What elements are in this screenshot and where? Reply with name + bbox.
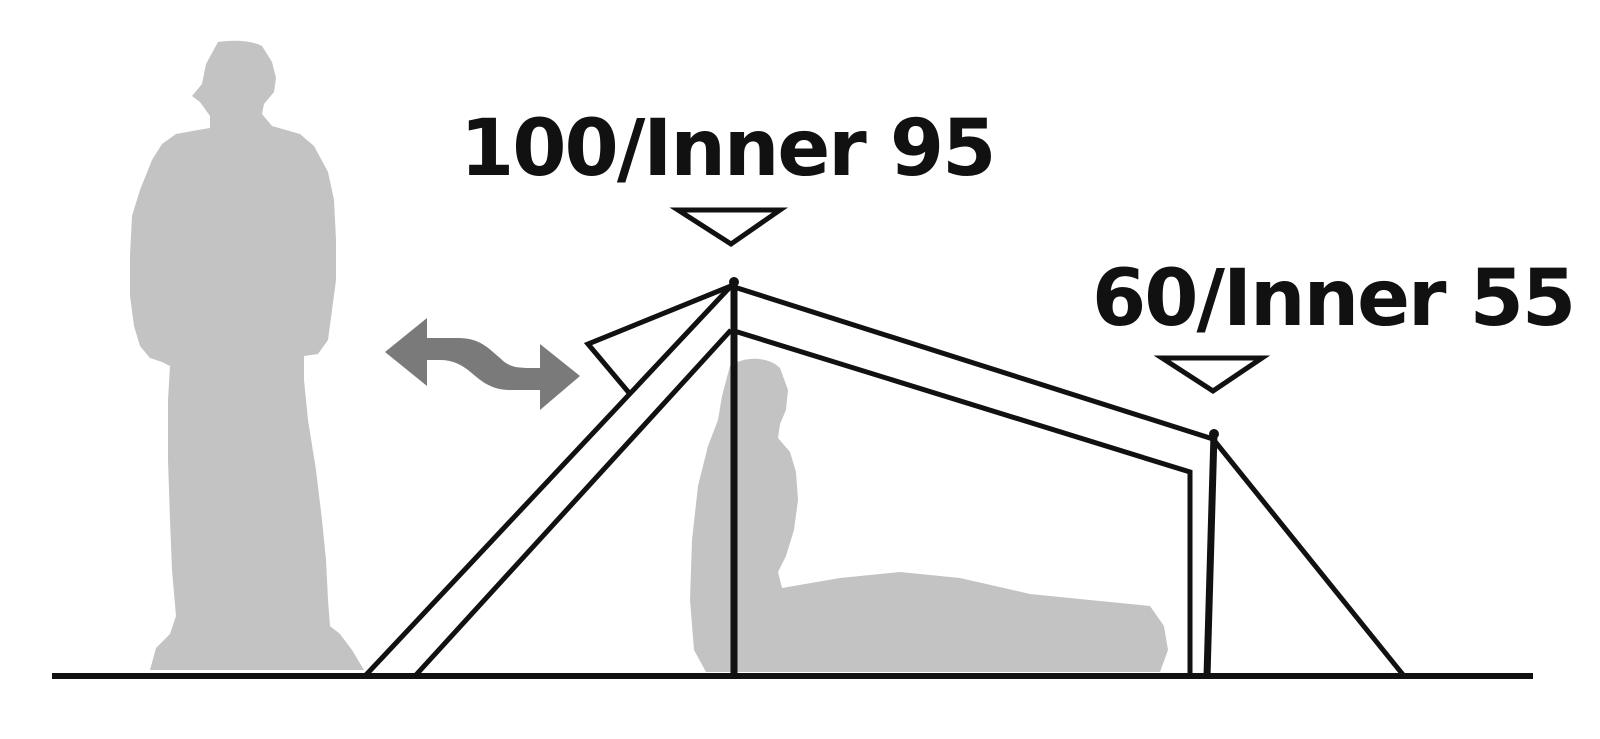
rear-height-marker-icon — [1153, 355, 1271, 394]
rear-height-label: 60/Inner 55 — [1092, 254, 1576, 344]
rear-pole-tip — [1209, 429, 1219, 439]
rear-pole — [1203, 433, 1218, 677]
tent-outer-fly — [363, 283, 1406, 678]
tent-poles — [729, 277, 1219, 677]
sitting-person-icon — [690, 358, 1168, 672]
peak-height-label: 100/Inner 95 — [460, 104, 996, 194]
front-pole-tip — [729, 277, 739, 287]
standing-person-icon — [130, 40, 364, 671]
tent-inner — [413, 327, 1193, 678]
peak-height-marker-icon — [669, 207, 788, 248]
double-arrow-icon — [385, 318, 580, 410]
